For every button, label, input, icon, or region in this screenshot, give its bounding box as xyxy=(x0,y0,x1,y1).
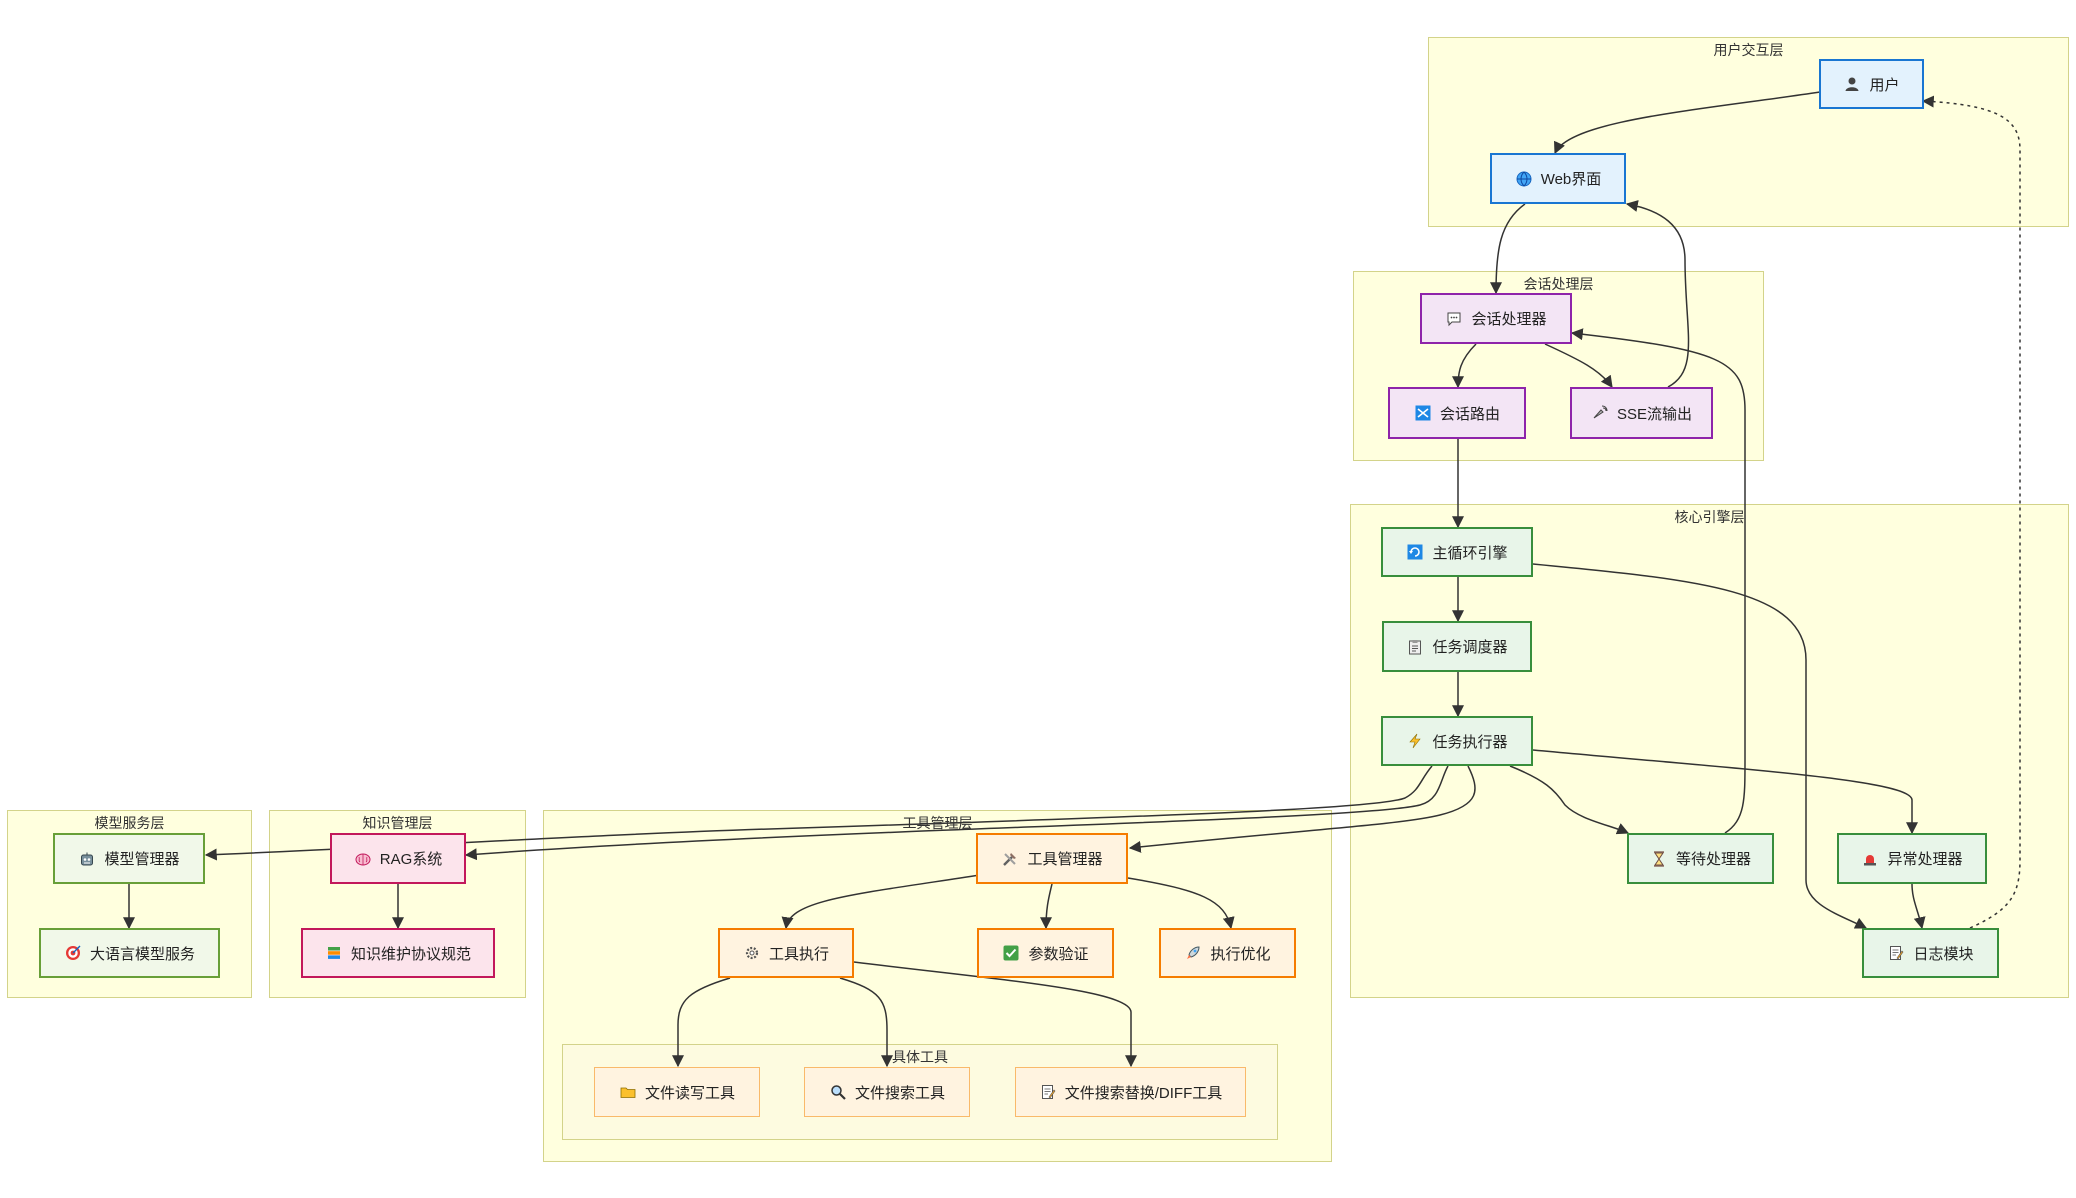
gear-icon xyxy=(743,944,761,962)
node-exception-label: 异常处理器 xyxy=(1887,851,1963,868)
layer-core-title: 核心引擎层 xyxy=(1674,509,1745,525)
node-knowledge-spec-label: 知识维护协议规范 xyxy=(350,945,471,963)
layer-user-title: 用户交互层 xyxy=(1713,42,1784,58)
books-icon xyxy=(325,944,343,962)
node-tool-exec[interactable]: 工具执行 xyxy=(718,928,854,978)
node-web[interactable]: Web界面 xyxy=(1490,153,1626,204)
clipboard-icon xyxy=(1406,638,1424,656)
tools-icon xyxy=(1001,850,1019,868)
edge-user-web xyxy=(1554,91,1821,155)
node-waiting-label: 等待处理器 xyxy=(1675,851,1751,868)
layer-model-title: 模型服务层 xyxy=(94,815,165,831)
refresh-icon xyxy=(1406,543,1424,561)
edge-executor-rag xyxy=(464,765,1449,861)
layer-concrete-tools-title: 具体工具 xyxy=(892,1049,948,1065)
node-executor-label: 任务执行器 xyxy=(1432,733,1508,751)
brain-icon xyxy=(354,850,372,868)
node-web-label: Web界面 xyxy=(1540,171,1602,188)
folder-icon xyxy=(619,1083,637,1101)
layer-knowledge-title: 知识管理层 xyxy=(362,815,433,831)
node-file-rw[interactable]: 文件读写工具 xyxy=(594,1067,760,1117)
node-main-loop[interactable]: 主循环引擎 xyxy=(1381,527,1533,577)
edge-log-user xyxy=(1921,95,2021,929)
node-model-manager[interactable]: 模型管理器 xyxy=(53,833,205,884)
node-log[interactable]: 日志模块 xyxy=(1862,928,1999,978)
node-file-replace-label: 文件搜索替换/DIFF工具 xyxy=(1064,1084,1223,1102)
node-waiting[interactable]: 等待处理器 xyxy=(1627,833,1774,884)
edge-exec-filereplace xyxy=(853,961,1137,1068)
node-exec-opt[interactable]: 执行优化 xyxy=(1159,928,1296,978)
node-knowledge-spec[interactable]: 知识维护协议规范 xyxy=(301,928,495,978)
memo-icon xyxy=(1887,944,1905,962)
node-tool-exec-label: 工具执行 xyxy=(768,945,829,963)
node-file-search[interactable]: 文件搜索工具 xyxy=(804,1067,970,1117)
node-scheduler[interactable]: 任务调度器 xyxy=(1382,621,1532,672)
layer-session-title: 会话处理层 xyxy=(1523,276,1594,292)
node-tool-manager-label: 工具管理器 xyxy=(1027,851,1103,868)
bust-icon xyxy=(1843,75,1861,93)
edge-sse-web xyxy=(1625,200,1690,388)
node-main-loop-label: 主循环引擎 xyxy=(1432,544,1508,562)
globe-icon xyxy=(1515,170,1533,188)
edge-exec-filerw xyxy=(672,977,731,1068)
node-rag[interactable]: RAG系统 xyxy=(330,833,466,884)
node-exec-opt-label: 执行优化 xyxy=(1210,945,1271,963)
edge-main-log xyxy=(1532,563,1868,929)
rocket-icon xyxy=(1184,944,1202,962)
node-sse-label: SSE流输出 xyxy=(1616,405,1692,423)
siren-icon xyxy=(1861,850,1879,868)
node-llm[interactable]: 大语言模型服务 xyxy=(39,928,220,978)
edge-tools-opt xyxy=(1127,877,1235,930)
node-file-search-label: 文件搜索工具 xyxy=(854,1084,945,1102)
edge-tools-param xyxy=(1040,883,1053,930)
magnifier-icon xyxy=(829,1083,847,1101)
node-sse[interactable]: SSE流输出 xyxy=(1570,387,1713,439)
node-log-label: 日志模块 xyxy=(1913,945,1974,963)
node-llm-label: 大语言模型服务 xyxy=(89,945,195,963)
node-rag-label: RAG系统 xyxy=(379,851,443,868)
node-file-replace[interactable]: 文件搜索替换/DIFF工具 xyxy=(1015,1067,1246,1117)
hourglass-icon xyxy=(1650,850,1668,868)
edge-executor-waiting xyxy=(1509,765,1630,835)
edge-tools-exec xyxy=(781,874,981,930)
edge-web-session xyxy=(1490,203,1526,295)
node-param-check-label: 参数验证 xyxy=(1028,945,1089,963)
broadcast-icon xyxy=(1591,404,1609,422)
node-file-rw-label: 文件读写工具 xyxy=(644,1084,735,1102)
node-session-handler[interactable]: 会话处理器 xyxy=(1420,293,1572,344)
speech-bubble-icon xyxy=(1445,310,1463,328)
check-mark-icon xyxy=(1002,944,1020,962)
node-session-router[interactable]: 会话路由 xyxy=(1388,387,1526,439)
edge-executor-exception xyxy=(1532,749,1918,835)
target-icon xyxy=(64,944,82,962)
node-model-manager-label: 模型管理器 xyxy=(104,851,180,868)
node-tool-manager[interactable]: 工具管理器 xyxy=(976,833,1128,884)
node-session-handler-label: 会话处理器 xyxy=(1471,311,1547,328)
node-param-check[interactable]: 参数验证 xyxy=(977,928,1114,978)
node-executor[interactable]: 任务执行器 xyxy=(1381,716,1533,766)
edge-exception-log xyxy=(1911,883,1926,930)
document-icon xyxy=(1039,1083,1057,1101)
lightning-icon xyxy=(1406,732,1424,750)
shuffle-icon xyxy=(1414,404,1432,422)
edge-session-sse xyxy=(1544,343,1613,388)
node-user[interactable]: 用户 xyxy=(1819,59,1924,109)
node-user-label: 用户 xyxy=(1869,76,1900,94)
robot-icon xyxy=(78,850,96,868)
edge-waiting-session xyxy=(1570,328,1746,834)
node-exception[interactable]: 异常处理器 xyxy=(1837,833,1987,884)
node-session-router-label: 会话路由 xyxy=(1439,405,1500,423)
edge-session-router xyxy=(1452,343,1477,389)
edge-exec-filesearch xyxy=(839,977,893,1068)
edge-executor-tools xyxy=(1128,765,1476,853)
node-scheduler-label: 任务调度器 xyxy=(1432,639,1508,656)
